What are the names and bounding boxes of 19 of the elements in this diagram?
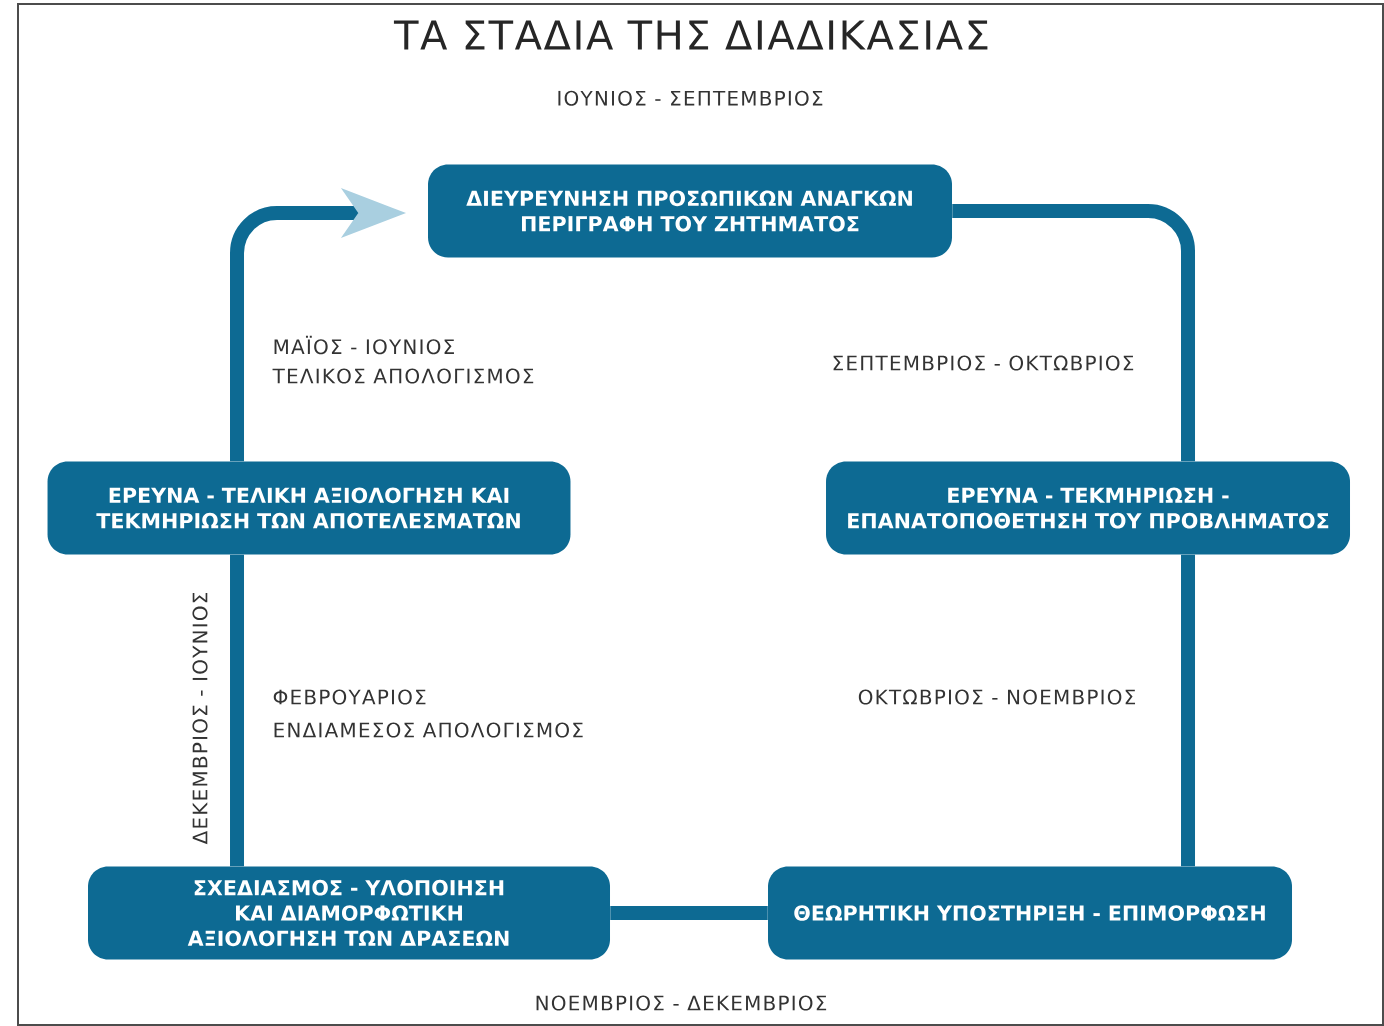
note-text: ΦΕΒΡΟΥΑΡΙΟΣ <box>273 689 426 705</box>
edge-label: ΣΕΠΤΕΜΒΡΙΟΣ - ΟΚΤΩΒΡΙΟΣ <box>830 354 1136 372</box>
stage-box: ΕΡΕΥΝΑ - ΤΕΚΜΗΡΙΩΣΗ - ΕΠΑΝΑΤΟΠΟΘΕΤΗΣΗ ΤΟΥ ΠΡΟΒΛΗΜΑΤΟΣ <box>826 461 1350 555</box>
edge-label: ΜΑΪΟΣ - ΙΟΥΝΙΟΣ <box>271 334 457 356</box>
stage-box: ΘΕΩΡΗΤΙΚΗ ΥΠΟΣΤΗΡΙΞΗ - ΕΠΙΜΟΡΦΩΣΗ <box>768 866 1292 960</box>
edge-label: ΝΟΕΜΒΡΙΟΣ - ΔΕΚΕΜΒΡΙΟΣ <box>533 994 829 1012</box>
connector-line <box>610 906 768 920</box>
note-text: ΤΕΛΙΚΟΣ ΑΠΟΛΟΓΙΣΜΟΣ <box>272 368 534 384</box>
stage-box: ΣΧΕΔΙΑΣΜΟΣ - ΥΛΟΠΟΙΗΣΗ ΚΑΙ ΔΙΑΜΟΡΦΩΤΙΚΗ ΑΞΙΟΛΟΓΗΣΗ ΤΩΝ ΔΡΑΣΕΩΝ <box>88 866 610 960</box>
edge-label: ΟΚΤΩΒΡΙΟΣ - ΝΟΕΜΒΡΙΟΣ <box>856 688 1138 706</box>
stage-box: ΔΙΕΥΡΕΥΝΗΣΗ ΠΡΟΣΩΠΙΚΩΝ ΑΝΑΓΚΩΝ ΠΕΡΙΓΡΑΦΗ ΤΟΥ ΖΗΤΗΜΑΤΟΣ <box>428 164 952 258</box>
connector-line <box>230 554 244 867</box>
stage-box: ΕΡΕΥΝΑ - ΤΕΛΙΚΗ ΑΞΙΟΛΟΓΗΣΗ ΚΑΙ ΤΕΚΜΗΡΙΩΣΗ ΤΩΝ ΑΠΟΤΕΛΕΣΜΑΤΩΝ <box>47 461 571 555</box>
connector-line <box>952 204 1195 462</box>
note-text: ΕΝΔΙΑΜΕΣΟΣ ΑΠΟΛΟΓΙΣΜΟΣ <box>274 722 583 738</box>
edge-label: ΔΕΚΕΜΒΡΙΟΣ - ΙΟΥΝΙΟΣ <box>191 590 209 846</box>
title: ΤΑ ΣΤΑΔΙΑ ΤΗΣ ΔΙΑΔΙΚΑΣΙΑΣ <box>393 20 988 50</box>
date-range: ΙΟΥΝΙΟΣ - ΣΕΠΤΕΜΒΡΙΟΣ <box>558 90 823 106</box>
connector-line <box>1181 554 1195 867</box>
